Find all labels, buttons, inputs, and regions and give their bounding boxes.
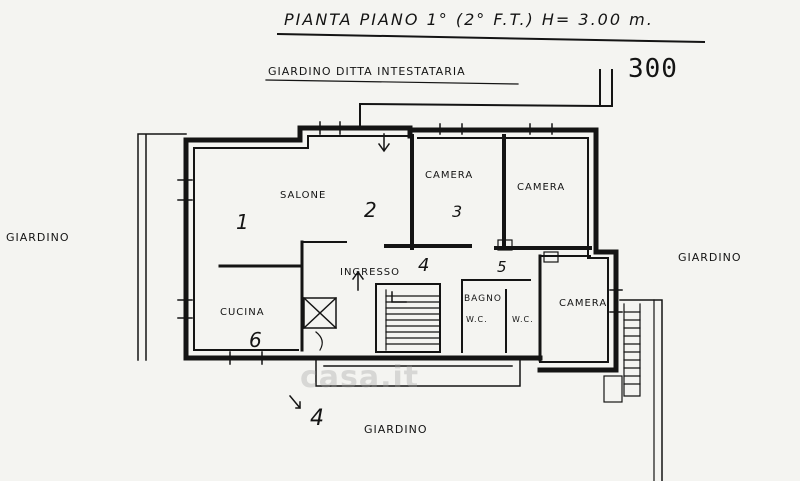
room-number-7: 4 xyxy=(310,406,325,431)
room-label-ingresso: INGRESSO xyxy=(340,267,401,278)
room-number-2: 2 xyxy=(364,198,378,222)
room-number-6: 6 xyxy=(249,328,263,352)
label-garden-left: GIARDINO xyxy=(6,231,70,244)
balcony-right xyxy=(603,299,663,481)
room-number-3: 3 xyxy=(452,202,464,221)
room-number-5: 5 xyxy=(497,258,508,276)
boundary-top-right xyxy=(358,69,613,108)
room-label-wc-2: W.C. xyxy=(512,315,534,324)
window-marks xyxy=(177,121,623,365)
label-garden-bottom: GIARDINO xyxy=(364,423,428,436)
outer-wall-north xyxy=(183,125,413,143)
room-label-salone: SALONE xyxy=(280,190,327,201)
watermark-logo: casa.it xyxy=(300,360,420,395)
arrow-ingresso xyxy=(351,270,365,291)
room-label-bagno: BAGNO xyxy=(464,294,502,304)
room-label-camera-1: CAMERA xyxy=(425,170,474,181)
room-label-cucina: CUCINA xyxy=(220,307,265,318)
room-label-wc-1: W.C. xyxy=(466,315,488,324)
label-garden-right: GIARDINO xyxy=(678,251,742,264)
outer-wall-east xyxy=(407,127,619,373)
room-number-4: 4 xyxy=(418,255,431,276)
room-label-camera-2: CAMERA xyxy=(517,182,566,193)
room-number-1: 1 xyxy=(236,210,250,234)
south-terrace xyxy=(288,359,521,410)
fixtures xyxy=(315,239,559,351)
elevator-shaft xyxy=(302,296,338,330)
boundary-left xyxy=(137,133,187,361)
outer-wall-west xyxy=(183,137,301,361)
staircase xyxy=(375,283,441,353)
plan-title: PIANTA PIANO 1° (2° F.T.) H= 3.00 m. xyxy=(284,10,654,29)
room-label-camera-3: CAMERA xyxy=(559,298,608,309)
scale-label: 300 xyxy=(628,54,678,84)
label-garden-top: GIARDINO DITTA INTESTATARIA xyxy=(268,65,466,78)
title-underline xyxy=(276,32,706,44)
arrow-entry-top xyxy=(377,133,391,153)
